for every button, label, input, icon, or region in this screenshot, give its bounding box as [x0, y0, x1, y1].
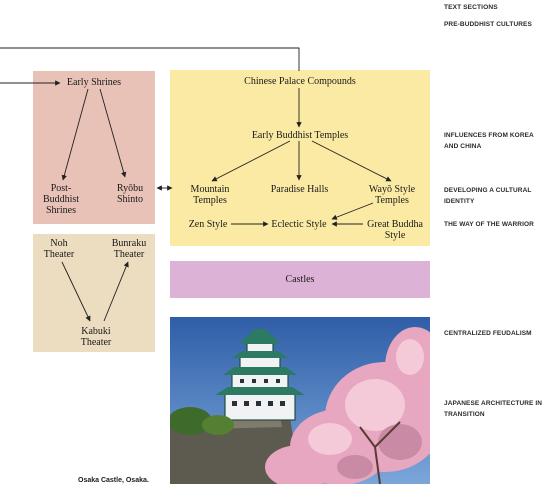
node-mountain-temples: Mountain Temples	[190, 184, 230, 206]
frame-line-top	[0, 47, 300, 71]
section-link-korea-china[interactable]: INFLUENCES FROM KOREA AND CHINA	[444, 132, 534, 150]
text-sections-header: TEXT SECTIONS	[444, 4, 498, 11]
node-early-buddhist-temples: Early Buddhist Temples	[251, 130, 349, 141]
arrow-temples-mountain	[211, 140, 291, 182]
node-castles[interactable]: Castles	[285, 274, 315, 285]
chinese-influence-group-box	[170, 70, 430, 246]
arrow-noh-kabuki	[61, 261, 91, 322]
section-link-way-of-warrior[interactable]: THE WAY OF THE WARRIOR	[444, 221, 534, 228]
pre-buddhist-group-box	[33, 71, 155, 224]
osaka-castle-photo	[170, 317, 430, 484]
node-chinese-palace: Chinese Palace Compounds	[244, 76, 356, 87]
arrow-kabuki-bunraku	[103, 261, 129, 322]
node-kabuki-theater: Kabuki Theater	[80, 326, 112, 348]
arrow-shrines-ryobu	[99, 88, 127, 178]
node-eclectic-style: Eclectic Style	[271, 219, 327, 230]
node-ryobu-shinto: Ryōbu Shinto	[116, 183, 144, 205]
arrow-temples-wayo	[311, 140, 392, 182]
section-link-centralized-feudalism[interactable]: CENTRALIZED FEUDALISM	[444, 330, 532, 337]
arrow-wayo-eclectic	[331, 202, 374, 220]
node-bunraku-theater: Bunraku Theater	[111, 238, 147, 260]
node-early-shrines: Early Shrines	[66, 77, 122, 88]
node-noh-theater: Noh Theater	[43, 238, 75, 260]
section-link-pre-buddhist[interactable]: PRE-BUDDHIST CULTURES	[444, 21, 532, 28]
node-post-buddhist-shrines: Post-Buddhist Shrines	[42, 183, 80, 216]
node-great-buddha-style: Great Buddha Style	[367, 219, 423, 241]
section-link-architecture-transition[interactable]: JAPANESE ARCHITECTURE IN TRANSITION	[444, 400, 543, 418]
node-wayo-temples: Wayō Style Temples	[368, 184, 416, 206]
node-zen-style: Zen Style	[188, 219, 228, 230]
photo-caption: Osaka Castle, Osaka.	[78, 477, 149, 484]
arrow-shrines-post	[61, 88, 89, 181]
theater-group-box	[33, 234, 155, 352]
castles-box[interactable]	[170, 261, 430, 298]
section-link-cultural-identity[interactable]: DEVELOPING A CULTURAL IDENTITY	[444, 187, 532, 205]
node-paradise-halls: Paradise Halls	[270, 184, 329, 195]
